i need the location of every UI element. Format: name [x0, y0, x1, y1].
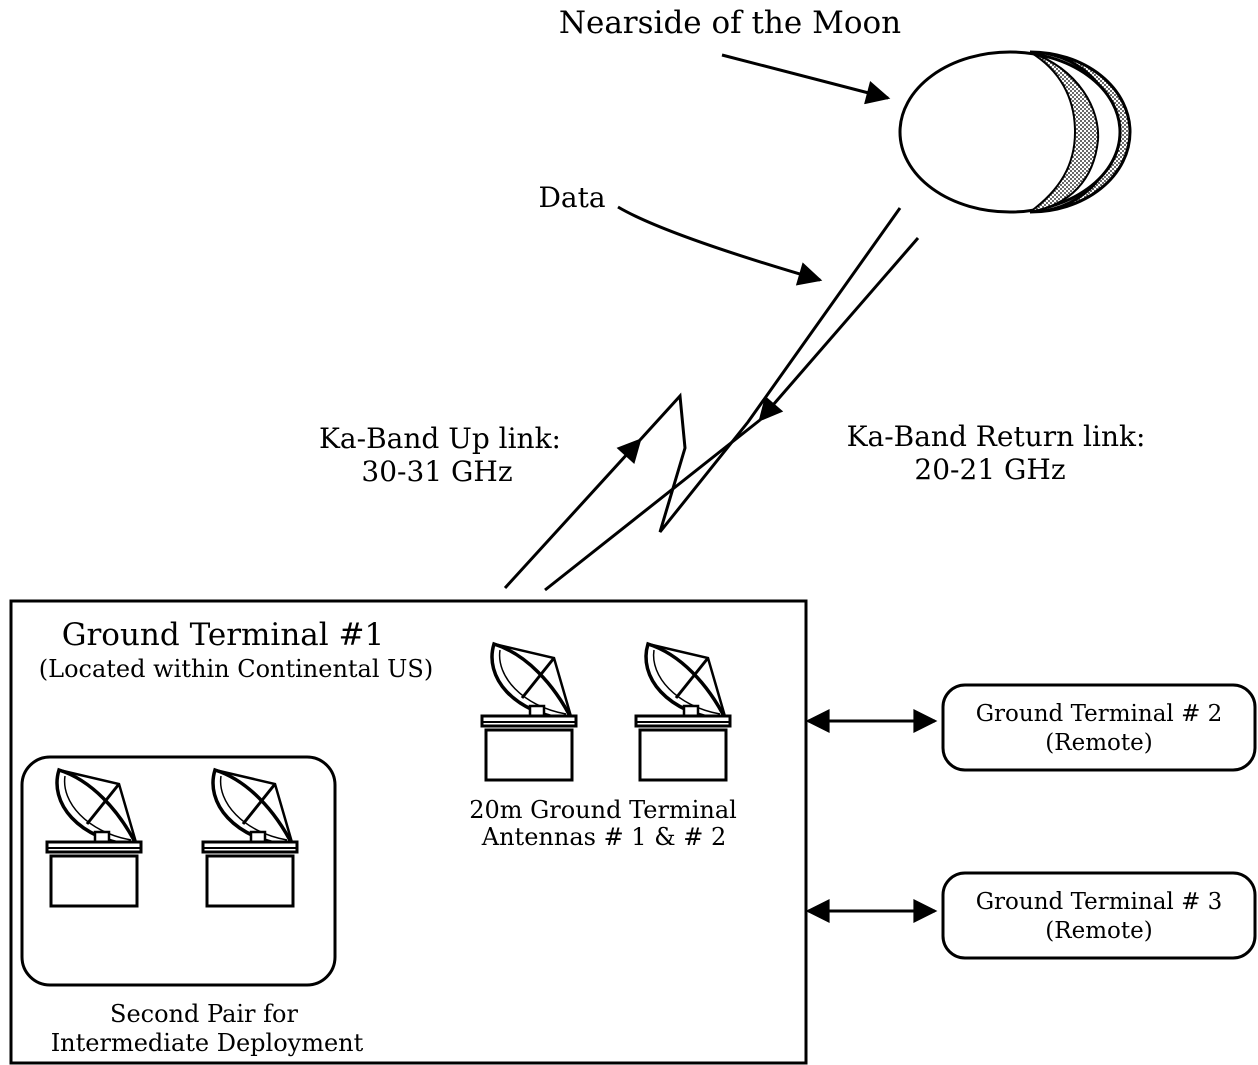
return-frequency: 20-21 GHz: [914, 453, 1065, 486]
antennas-label-line2: Antennas # 1 & # 2: [481, 823, 726, 851]
ground-terminal-3-box: [941, 871, 1257, 960]
ground-terminal-3-subtitle: (Remote): [1045, 918, 1152, 944]
second-pair-label-line1: Second Pair for: [110, 1000, 298, 1028]
ground-terminal-1-subtitle: (Located within Continental US): [39, 655, 433, 683]
second-pair-box: [20, 755, 337, 987]
ground-terminal-2-subtitle: (Remote): [1045, 730, 1152, 756]
antenna-icon: [201, 768, 299, 908]
antennas-label-line1: 20m Ground Terminal: [469, 796, 737, 824]
ground-terminal-1-box: [9, 599, 808, 1065]
ground-terminal-1-title: Ground Terminal #1: [62, 617, 385, 653]
uplink-title: Ka-Band Up link:: [319, 422, 561, 455]
return-arrow: [758, 237, 920, 422]
antenna-icon: [45, 768, 143, 908]
return-title: Ka-Band Return link:: [847, 420, 1146, 453]
antenna-icon: [480, 642, 578, 782]
antenna-icon: [634, 642, 732, 782]
moon-pointer-arrow: [721, 53, 891, 105]
second-pair-label-line2: Intermediate Deployment: [51, 1029, 364, 1057]
uplink-frequency: 30-31 GHz: [361, 455, 512, 488]
data-label: Data: [538, 181, 605, 214]
moon-label: Nearside of the Moon: [559, 5, 901, 41]
ground-terminal-2-title: Ground Terminal # 2: [976, 701, 1223, 727]
moon-icon: [898, 50, 1132, 214]
ground-terminal-3-title: Ground Terminal # 3: [976, 889, 1223, 915]
uplink-arrow: [503, 438, 642, 590]
return-line: [544, 418, 761, 592]
ground-terminal-2-box: [941, 683, 1257, 772]
data-pointer-arrow: [617, 205, 823, 286]
